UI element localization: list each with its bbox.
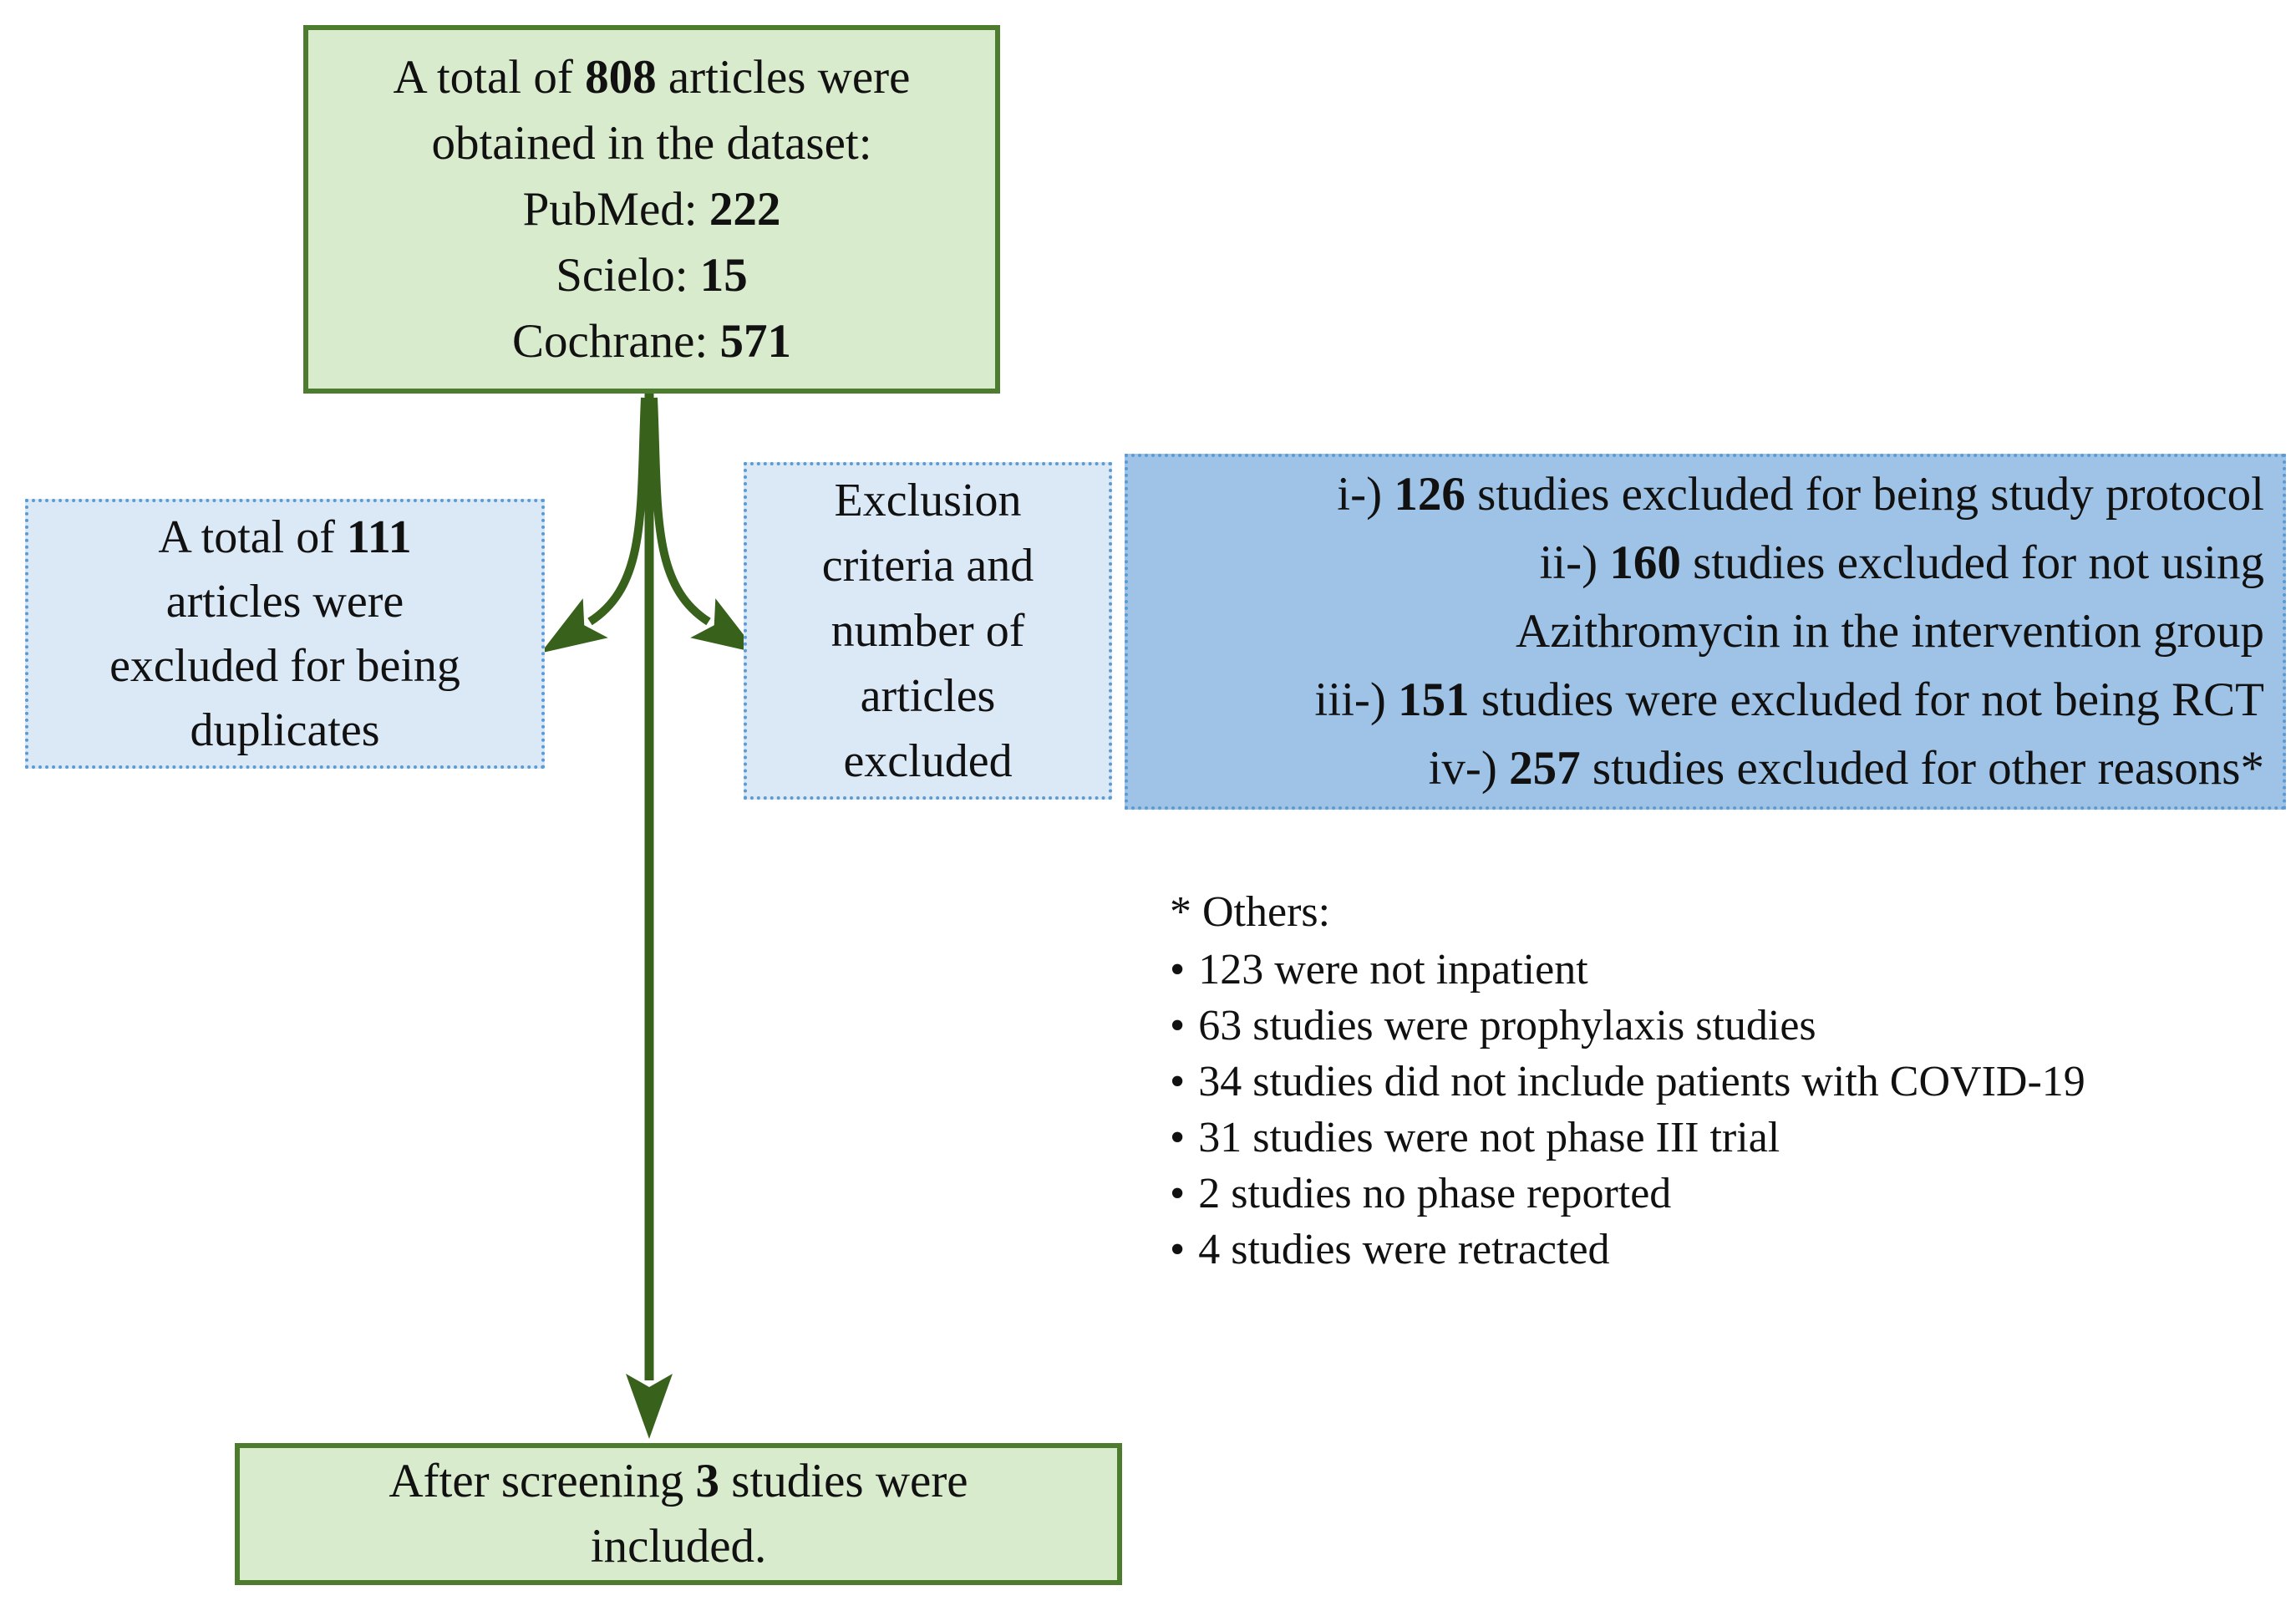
text-line: excluded <box>843 735 1013 787</box>
others-item: •123 were not inpatient <box>1170 942 2256 998</box>
others-list: •123 were not inpatient•63 studies were … <box>1170 942 2256 1278</box>
others-item: •4 studies were retracted <box>1170 1222 2256 1278</box>
text-line: articles <box>860 670 996 722</box>
dataset-total-box: A total of 808 articles were obtained in … <box>303 25 1000 394</box>
text-line: After screening 3 studies were <box>389 1455 968 1507</box>
exclusion-criteria-box: Exclusion criteria and number of articles ex… <box>744 462 1112 800</box>
text-line: i-) 126 studies excluded for being study… <box>1337 468 2264 521</box>
others-item: •63 studies were prophylaxis studies <box>1170 998 2256 1054</box>
text-line: included. <box>590 1520 767 1573</box>
text-line: Azithromycin in the intervention group <box>1516 605 2264 658</box>
text-line: articles were <box>165 575 404 628</box>
included-box: After screening 3 studies were included. <box>235 1443 1122 1585</box>
duplicates-excluded-box: A total of 111 articles were excluded for … <box>25 499 545 769</box>
text-line: excluded for being <box>109 639 460 692</box>
bullet-icon: • <box>1170 1170 1186 1217</box>
others-item: •34 studies did not include patients wit… <box>1170 1054 2256 1110</box>
text-line: Scielo: 15 <box>556 249 748 302</box>
text-line: Cochrane: 571 <box>512 315 791 368</box>
bullet-icon: • <box>1170 1114 1186 1161</box>
arrow-branch-left <box>541 397 649 653</box>
bullet-icon: • <box>1170 946 1186 994</box>
text-line: obtained in the dataset: <box>431 117 872 170</box>
text-line: ii-) 160 studies excluded for not using <box>1539 536 2264 589</box>
exclusion-details-box: i-) 126 studies excluded for being study… <box>1125 454 2286 810</box>
text-line: duplicates <box>190 704 380 756</box>
text-line: criteria and <box>821 540 1034 592</box>
text-line: iv-) 257 studies excluded for other reas… <box>1428 742 2264 795</box>
others-item: •31 studies were not phase III trial <box>1170 1110 2256 1166</box>
others-item: •2 studies no phase reported <box>1170 1166 2256 1222</box>
others-title: * Others: <box>1170 888 1331 936</box>
text-line: number of <box>831 605 1025 657</box>
arrow-branch-right <box>649 397 758 653</box>
text-line: Exclusion <box>834 475 1022 526</box>
bullet-icon: • <box>1170 1226 1186 1273</box>
text-line: A total of 808 articles were <box>393 51 911 104</box>
text-line: A total of 111 <box>158 511 412 563</box>
others-footnote: * Others: •123 were not inpatient•63 stu… <box>1170 884 2256 1278</box>
text-line: PubMed: 222 <box>522 183 781 236</box>
bullet-icon: • <box>1170 1058 1186 1105</box>
text-line: iii-) 151 studies were excluded for not … <box>1314 673 2264 726</box>
bullet-icon: • <box>1170 1002 1186 1049</box>
